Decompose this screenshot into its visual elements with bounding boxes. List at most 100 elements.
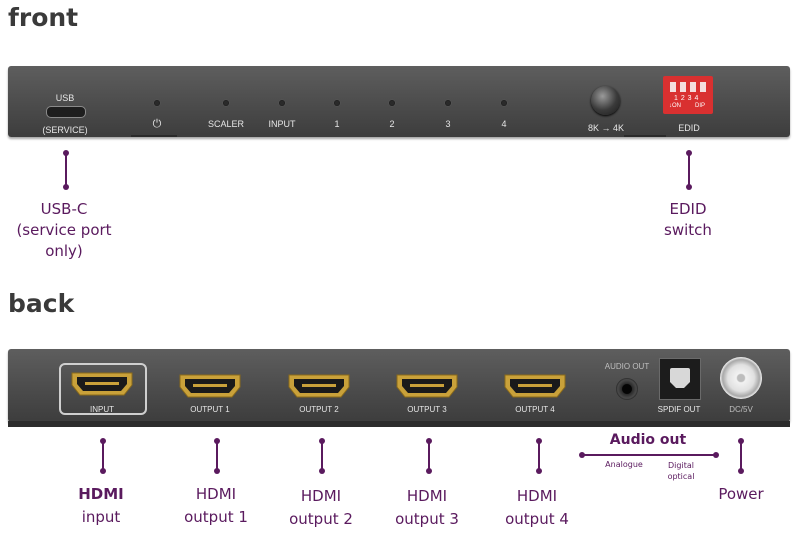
power-tab	[131, 135, 177, 137]
hdmi-input-callout-dot	[100, 438, 106, 444]
hdmi-output-3-callout-line	[428, 441, 430, 471]
hdmi-input-callout: HDMI input	[78, 483, 124, 529]
output-2-led	[389, 100, 395, 106]
audio-out-label: AUDIO OUT	[604, 362, 650, 371]
hdmi-output-4-callout-dot-bottom	[536, 468, 542, 474]
hdmi-output-2-callout: HDMI output 2	[289, 485, 353, 531]
output-4-led	[501, 100, 507, 106]
hdmi-port-icon	[288, 374, 350, 398]
hdmi-output-2-callout-line2: output 2	[289, 510, 353, 528]
hdmi-output-2-callout-line1: HDMI	[300, 487, 342, 505]
dip-lever-2[interactable]	[680, 82, 686, 92]
usb-callout-dot-bottom	[63, 184, 69, 190]
hdmi-port-icon	[179, 374, 241, 398]
dip-lever-4[interactable]	[700, 82, 706, 92]
hdmi-output-1-callout-line	[216, 441, 218, 471]
output-1-led	[334, 100, 340, 106]
hdmi-output-1-callout-line2: output 1	[184, 508, 248, 526]
output-3-port-label: OUTPUT 3	[407, 405, 447, 414]
audio-jack[interactable]	[616, 378, 638, 400]
output-1-label: 1	[334, 119, 340, 129]
hdmi-port-icon	[504, 374, 566, 398]
hdmi-output-4-callout: HDMI output 4	[505, 485, 569, 531]
knob-tab	[624, 135, 666, 137]
knob-label: 8K → 4K	[587, 123, 625, 133]
output-1-port-label: OUTPUT 1	[190, 405, 230, 414]
power-led	[154, 100, 160, 106]
spdif-optical-icon	[670, 368, 690, 388]
hdmi-output-1-port[interactable]	[179, 374, 241, 398]
hdmi-output-4-callout-line2: output 4	[505, 510, 569, 528]
usb-c-callout-line3: only)	[45, 242, 83, 260]
hdmi-output-3-callout-dot	[426, 438, 432, 444]
usb-c-callout-line2: (service port	[16, 221, 112, 239]
hdmi-port-icon	[396, 374, 458, 398]
output-2-port-label: OUTPUT 2	[299, 405, 339, 414]
audio-bracket-dot-left	[579, 452, 585, 458]
hdmi-output-3-callout-dot-bottom	[426, 468, 432, 474]
dc-power-jack[interactable]	[720, 357, 762, 399]
power-callout-dot-bottom	[738, 468, 744, 474]
spdif-out-label: SPDIF OUT	[657, 405, 701, 414]
edid-label: EDID	[678, 123, 700, 133]
scaler-knob[interactable]	[591, 86, 620, 115]
usb-c-callout-line1: USB-C	[40, 200, 88, 218]
hdmi-output-1-callout-dot-bottom	[214, 468, 220, 474]
output-2-label: 2	[389, 119, 395, 129]
hdmi-output-2-callout-dot-bottom	[319, 468, 325, 474]
scaler-label: SCALER	[207, 119, 245, 129]
usb-callout-line	[65, 153, 67, 187]
hdmi-output-2-callout-line	[321, 441, 323, 471]
hdmi-input-callout-line	[102, 441, 104, 471]
front-panel	[8, 66, 790, 137]
usb-c-callout: USB-C (service port only)	[16, 199, 111, 262]
edid-dip-switch[interactable]: 1 2 3 4 ↓ON DIP	[663, 76, 713, 114]
hdmi-input-callout-line1: HDMI	[78, 485, 124, 503]
usb-c-port[interactable]	[46, 106, 86, 118]
hdmi-output-4-callout-line	[538, 441, 540, 471]
back-heading: back	[8, 289, 75, 318]
dip-dip-label: DIP	[695, 103, 706, 109]
scaler-led	[223, 100, 229, 106]
hdmi-output-3-callout-line1: HDMI	[406, 487, 448, 505]
hdmi-input-callout-dot-bottom	[100, 468, 106, 474]
audio-digital-label: Digital optical	[668, 460, 695, 482]
input-port-label: INPUT	[90, 405, 114, 414]
front-heading: front	[8, 3, 79, 32]
hdmi-output-1-callout: HDMI output 1	[184, 483, 248, 529]
edid-callout-line	[688, 153, 690, 187]
hdmi-output-4-port[interactable]	[504, 374, 566, 398]
edid-callout-line2: switch	[664, 221, 712, 239]
hdmi-output-1-callout-line1: HDMI	[195, 485, 237, 503]
edid-callout-dot	[686, 150, 692, 156]
dc-label: DC/5V	[729, 405, 753, 414]
spdif-port[interactable]	[659, 358, 701, 400]
input-label: INPUT	[268, 119, 296, 129]
audio-bracket-dot-right	[713, 452, 719, 458]
usb-callout-dot	[63, 150, 69, 156]
hdmi-input-port[interactable]	[71, 372, 133, 396]
dip-lever-3[interactable]	[690, 82, 696, 92]
edid-callout-dot-bottom	[686, 184, 692, 190]
hdmi-output-3-callout: HDMI output 3	[395, 485, 459, 531]
edid-callout: EDID switch	[664, 199, 712, 241]
dip-lever-1[interactable]	[670, 82, 676, 92]
audio-out-bracket-line	[582, 454, 716, 456]
input-led	[279, 100, 285, 106]
audio-digital-line1: Digital	[668, 461, 694, 470]
hdmi-output-4-callout-dot	[536, 438, 542, 444]
hdmi-output-2-callout-dot	[319, 438, 325, 444]
hdmi-output-4-callout-line1: HDMI	[516, 487, 558, 505]
hdmi-output-3-port[interactable]	[396, 374, 458, 398]
hdmi-output-2-port[interactable]	[288, 374, 350, 398]
hdmi-input-callout-line2: input	[81, 508, 121, 526]
audio-analogue-label: Analogue	[605, 460, 643, 469]
hdmi-port-icon	[71, 372, 133, 396]
usb-label: USB	[55, 93, 75, 103]
usb-service-label: (SERVICE)	[42, 125, 88, 135]
output-4-label: 4	[501, 119, 507, 129]
output-4-port-label: OUTPUT 4	[515, 405, 555, 414]
edid-callout-line1: EDID	[669, 200, 707, 218]
output-3-label: 3	[445, 119, 451, 129]
dip-numbers: 1 2 3 4	[674, 95, 699, 102]
